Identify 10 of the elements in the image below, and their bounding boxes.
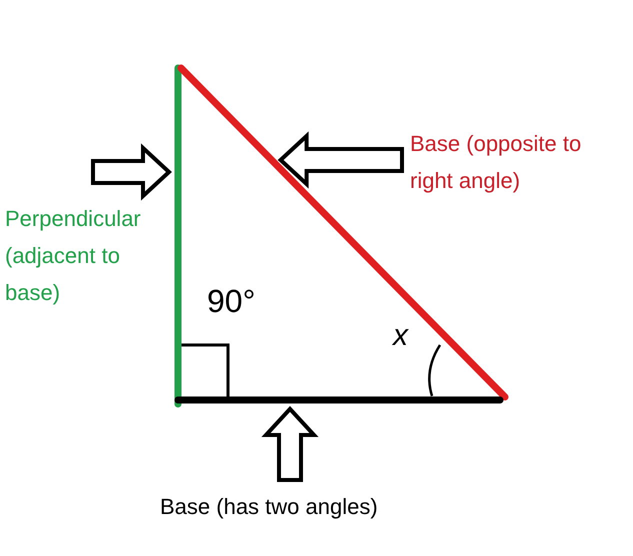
side-label: Base (opposite to right angle) xyxy=(410,125,610,199)
hollow-arrow xyxy=(261,406,319,482)
triangle-side xyxy=(174,64,182,408)
angle-label: x xyxy=(393,318,408,354)
side-label: Perpendicular (adjacent to base) xyxy=(5,200,177,311)
angle-label: 90° xyxy=(207,282,256,320)
side-label: Base (has two angles) xyxy=(160,488,460,525)
hollow-arrow xyxy=(278,131,404,189)
triangle-side xyxy=(174,396,504,404)
hollow-arrow xyxy=(91,143,172,201)
